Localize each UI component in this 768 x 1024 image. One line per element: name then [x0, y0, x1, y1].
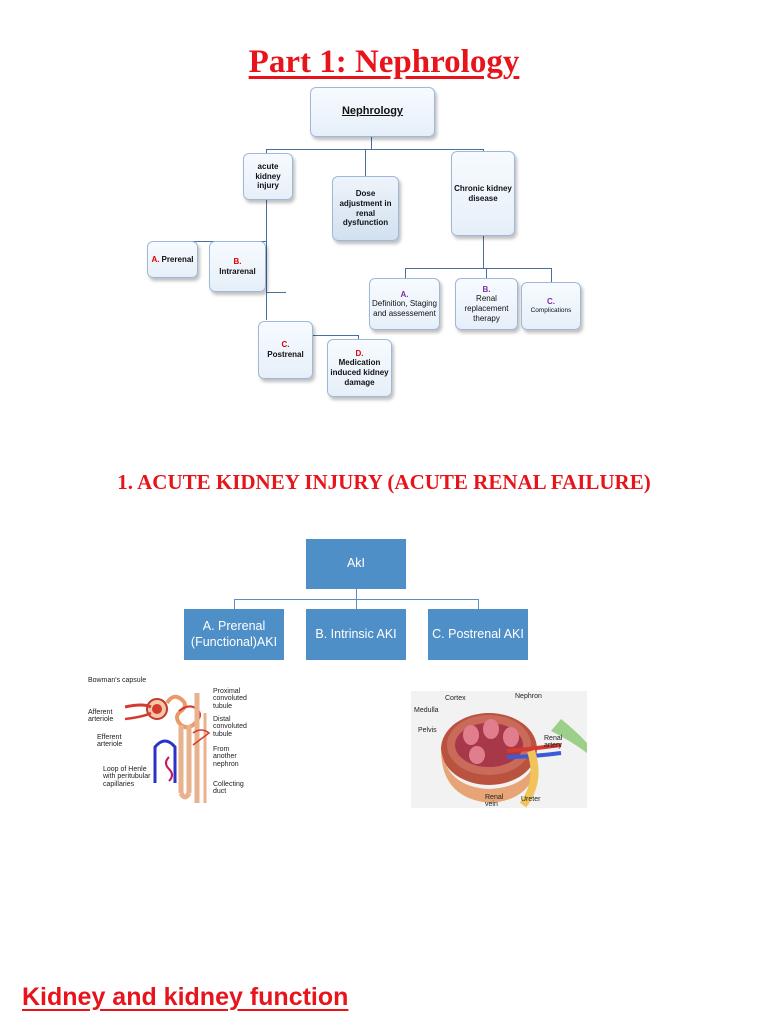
nephron-figure: Bowman's capsule Afferent arteriole Effe…	[85, 673, 275, 808]
box-dose-adjustment: Dose adjustment in renal dysfunction	[332, 176, 399, 241]
box-ckd: Chronic kidney disease	[451, 151, 515, 236]
box-postrenal: C. Postrenal	[258, 321, 313, 379]
connector	[371, 137, 372, 149]
box-prerenal: A. Prerenal	[147, 241, 198, 278]
label-proximal-tubule: Proximal convoluted tubule	[213, 688, 247, 710]
box-ckd-complications: C. Complications	[521, 282, 581, 330]
label-loop-of-henle: Loop of Henle with peritubular capillari…	[103, 766, 151, 788]
label-pelvis: Pelvis	[418, 727, 437, 734]
connector	[234, 599, 235, 609]
label-afferent-arteriole: Afferent arteriole	[88, 709, 114, 724]
box-ckd-rrt: B. Renal replacement therapy	[455, 278, 518, 330]
label-from-another-nephron: From another nephron	[213, 746, 239, 768]
connector	[365, 149, 366, 176]
section-heading: 1. ACUTE KIDNEY INJURY (ACUTE RENAL FAIL…	[117, 470, 651, 494]
connector	[286, 335, 358, 336]
connector	[358, 335, 359, 339]
label-efferent-arteriole: Efferent arteriole	[97, 734, 123, 749]
box-medication: D. Medication induced kidney damage	[327, 339, 392, 397]
label-bowmans-capsule: Bowman's capsule	[88, 677, 147, 684]
connector	[266, 292, 286, 293]
aki-postrenal-box: C. Postrenal AKI	[428, 609, 528, 660]
kidney-illustration	[441, 713, 587, 808]
nephron-illustration	[85, 673, 275, 808]
aki-root-box: AkI	[306, 539, 406, 589]
aki-intrinsic-box: B. Intrinsic AKI	[306, 609, 406, 660]
connector	[266, 200, 267, 320]
label-collecting-duct: Collecting duct	[213, 781, 244, 796]
connector	[266, 149, 267, 153]
connector	[405, 268, 551, 269]
aki-prerenal-box: A. Prerenal (Functional)AKI	[184, 609, 284, 660]
connector	[266, 149, 483, 150]
box-intrarenal: B. Intrarenal	[209, 241, 266, 292]
box-aki: acute kidney injury	[243, 153, 293, 200]
bottom-heading: Kidney and kidney function	[22, 983, 349, 1011]
connector	[483, 236, 484, 268]
connector	[483, 149, 484, 152]
label-distal-tubule: Distal convoluted tubule	[213, 716, 247, 738]
connector	[356, 589, 357, 599]
box-ckd-definition: A. Definition, Staging and assessement	[369, 278, 440, 330]
label-medulla: Medulla	[414, 707, 439, 714]
connector	[486, 268, 487, 278]
page-title: Part 1: Nephrology	[248, 44, 520, 80]
label-ureter: Ureter	[521, 796, 541, 803]
label-renal-artery: Renal artery	[544, 735, 563, 750]
label-cortex: Cortex	[445, 695, 466, 702]
label-renal-vein: Renal vein	[485, 794, 504, 808]
kidney-figure: Cortex Nephron Medulla Pelvis Renal arte…	[411, 691, 587, 808]
label-nephron: Nephron	[515, 693, 542, 700]
box-nephrology: Nephrology	[310, 87, 435, 137]
connector	[405, 268, 406, 278]
connector	[551, 268, 552, 282]
connector	[478, 599, 479, 609]
connector	[356, 599, 357, 609]
